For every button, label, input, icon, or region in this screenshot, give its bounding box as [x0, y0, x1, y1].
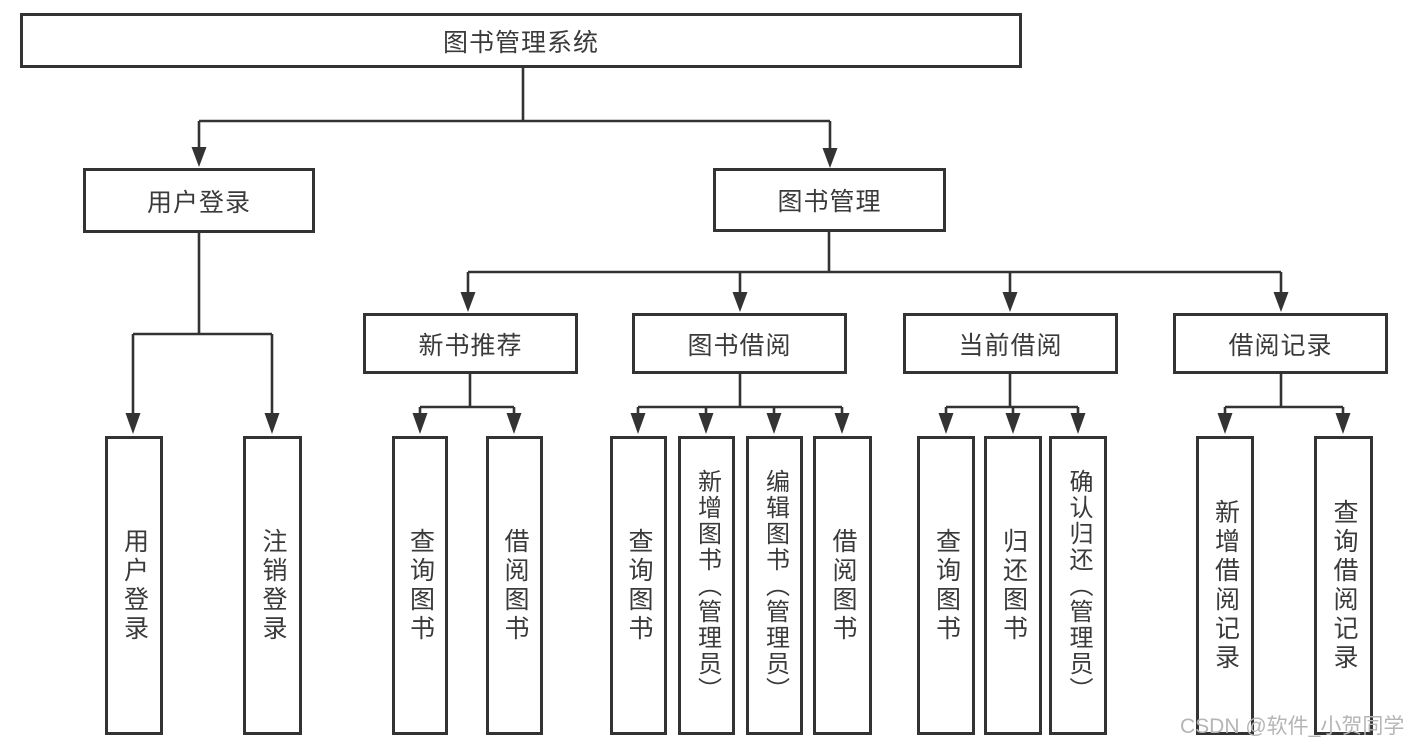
- leaf-add-book-admin-label: 新增图书（管理员）: [693, 468, 721, 703]
- node-user-login-label: 用户登录: [146, 188, 251, 217]
- arrowhead: [1335, 413, 1351, 434]
- arrowhead: [698, 413, 714, 434]
- node-user-login: 用户登录: [83, 168, 315, 233]
- arrowhead: [412, 413, 428, 434]
- arrowhead: [264, 413, 280, 434]
- node-root: 图书管理系统: [20, 13, 1022, 68]
- node-book-borrow-label: 图书借阅: [687, 331, 792, 360]
- leaf-add-book-admin: 新增图书（管理员）: [678, 436, 735, 735]
- leaf-return-book: 归还图书: [984, 436, 1042, 735]
- leaf-logout: 注销登录: [243, 436, 302, 735]
- leaf-confirm-return-admin-label: 确认归还（管理员）: [1065, 468, 1092, 703]
- arrowhead: [191, 147, 207, 167]
- leaf-user-login: 用户登录: [105, 436, 163, 735]
- leaf-return-book-label: 归还图书: [999, 527, 1028, 644]
- leaf-query-books-recommend: 查询图书: [392, 436, 448, 735]
- node-book-management: 图书管理: [713, 168, 946, 232]
- leaf-add-borrow-record-label: 新增借阅记录: [1211, 498, 1240, 673]
- arrowhead: [460, 292, 476, 312]
- arrowhead: [834, 413, 850, 434]
- leaf-query-books-borrow-label: 查询图书: [625, 527, 653, 644]
- arrowhead: [630, 413, 646, 434]
- arrowhead: [938, 413, 954, 434]
- leaf-edit-book-admin-label: 编辑图书（管理员）: [761, 468, 789, 703]
- leaf-user-login-label: 用户登录: [120, 527, 149, 644]
- arrowhead: [822, 148, 838, 168]
- node-new-book-recommend: 新书推荐: [363, 313, 578, 374]
- leaf-query-books-current: 查询图书: [917, 436, 975, 735]
- arrowhead: [1005, 413, 1021, 434]
- node-book-borrow: 图书借阅: [632, 313, 847, 374]
- arrowhead: [125, 413, 141, 434]
- arrowhead: [1070, 413, 1086, 434]
- node-root-label: 图书管理系统: [442, 28, 599, 57]
- node-current-borrow: 当前借阅: [903, 313, 1118, 374]
- arrowhead: [1273, 292, 1289, 312]
- node-current-borrow-label: 当前借阅: [958, 331, 1063, 360]
- leaf-query-books-borrow: 查询图书: [610, 436, 667, 735]
- leaf-confirm-return-admin: 确认归还（管理员）: [1049, 436, 1107, 735]
- arrowhead: [732, 292, 748, 312]
- leaf-borrow-books-recommend-label: 借阅图书: [501, 527, 529, 644]
- leaf-edit-book-admin: 编辑图书（管理员）: [746, 436, 803, 735]
- node-book-management-label: 图书管理: [777, 188, 882, 216]
- leaf-query-borrow-record: 查询借阅记录: [1314, 436, 1373, 735]
- leaf-query-books-current-label: 查询图书: [932, 527, 961, 644]
- leaf-query-books-recommend-label: 查询图书: [406, 527, 435, 644]
- arrowhead: [1002, 292, 1018, 312]
- leaf-query-borrow-record-label: 查询借阅记录: [1330, 498, 1358, 673]
- node-borrow-records: 借阅记录: [1173, 313, 1388, 374]
- arrowhead: [766, 413, 782, 434]
- csdn-watermark: CSDN @软件_小贺同学: [1180, 715, 1405, 738]
- node-borrow-records-label: 借阅记录: [1228, 331, 1333, 360]
- arrowhead: [506, 413, 522, 434]
- leaf-borrow-books-recommend: 借阅图书: [486, 436, 543, 735]
- leaf-borrow-books: 借阅图书: [813, 436, 872, 735]
- leaf-borrow-books-label: 借阅图书: [829, 527, 857, 644]
- arrowhead: [1217, 413, 1233, 434]
- leaf-add-borrow-record: 新增借阅记录: [1196, 436, 1254, 735]
- node-new-book-recommend-label: 新书推荐: [418, 331, 523, 360]
- leaf-logout-label: 注销登录: [259, 527, 287, 644]
